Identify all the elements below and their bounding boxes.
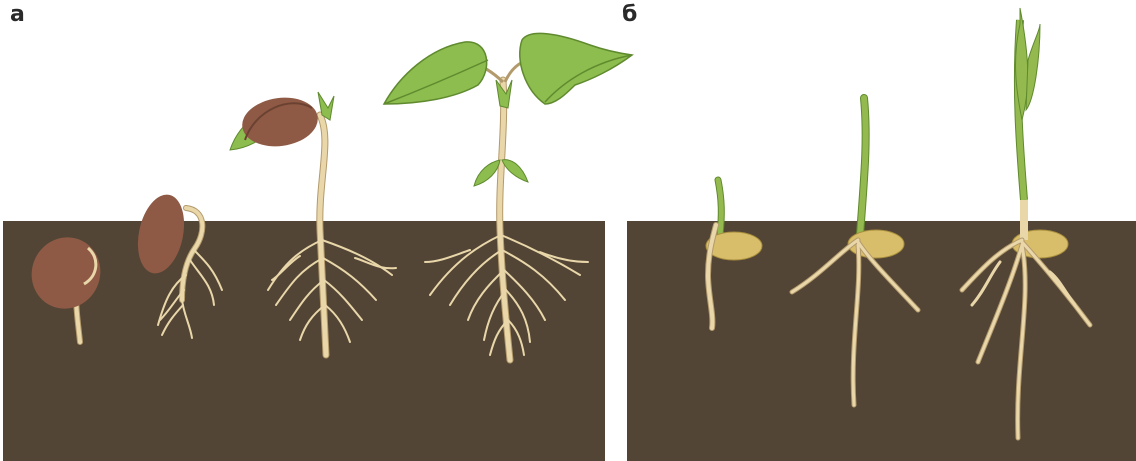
germination-diagram <box>0 0 1136 461</box>
